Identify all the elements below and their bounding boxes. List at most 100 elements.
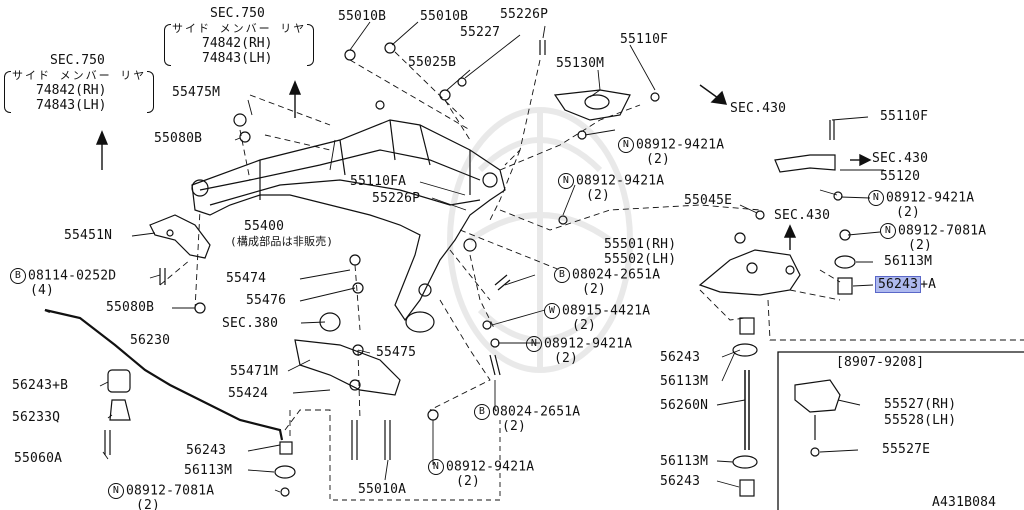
part-number: 08114-0252D bbox=[28, 268, 117, 284]
quantity: (2) bbox=[572, 318, 597, 333]
label-not-sold: (構成部品は非販売) bbox=[230, 235, 334, 248]
label-55527: 55527(RH) bbox=[884, 397, 957, 412]
label-56230: 56230 bbox=[130, 333, 171, 348]
label-55130m: 55130M bbox=[556, 56, 605, 71]
part-number: 08912-9421A bbox=[544, 336, 633, 352]
label-55120: 55120 bbox=[880, 169, 921, 184]
b-marker: B bbox=[10, 268, 26, 284]
sec-jp-label: サイド メンバー リヤ bbox=[172, 22, 307, 35]
n-marker: N bbox=[526, 336, 542, 352]
sec750-block-lower: SEC.750 サイド メンバー リヤ 74842(RH) 74843(LH) bbox=[4, 53, 155, 113]
label-sec430-a: SEC.430 bbox=[730, 101, 787, 116]
label-56113m-a: 56113M bbox=[884, 254, 933, 269]
label-55400: 55400 bbox=[244, 219, 285, 234]
label-55226p-b: 55226P bbox=[372, 191, 421, 206]
label-55025b: 55025B bbox=[408, 55, 457, 70]
sec-lh: 74843(LH) bbox=[202, 51, 273, 66]
label-55110f-b: 55110F bbox=[880, 109, 929, 124]
quantity: (2) bbox=[908, 238, 933, 253]
label-55060a: 55060A bbox=[14, 451, 63, 466]
label-55501: 55501(RH) bbox=[604, 237, 677, 252]
part-number: 08912-7081A bbox=[126, 483, 215, 499]
highlighted-part-56243[interactable]: 56243 bbox=[874, 276, 922, 293]
label-sec430-b: SEC.430 bbox=[872, 151, 929, 166]
quantity: (2) bbox=[582, 282, 607, 297]
label-55451n: 55451N bbox=[64, 228, 113, 243]
quantity: (2) bbox=[502, 419, 527, 434]
label-55527e: 55527E bbox=[882, 442, 931, 457]
quantity: (2) bbox=[586, 188, 611, 203]
b-marker: B bbox=[474, 404, 490, 420]
part-number: 08912-9421A bbox=[636, 137, 725, 153]
label-55475: 55475 bbox=[376, 345, 417, 360]
n-marker: N bbox=[558, 173, 574, 189]
quantity: (2) bbox=[136, 498, 161, 510]
label-55010b-b: 55010B bbox=[420, 9, 469, 24]
sec-lh: 74843(LH) bbox=[36, 98, 107, 113]
quantity: (2) bbox=[554, 351, 579, 366]
label-56260n: 56260N bbox=[660, 398, 709, 413]
label-55424: 55424 bbox=[228, 386, 269, 401]
label-variant-range: [8907-9208] bbox=[836, 355, 925, 370]
label-55080b-a: 55080B bbox=[154, 131, 203, 146]
label-55476: 55476 bbox=[246, 293, 287, 308]
part-number: 08024-2651A bbox=[572, 267, 661, 283]
part-number: 08915-4421A bbox=[562, 303, 651, 319]
bracket-right bbox=[307, 24, 315, 66]
sec-title: SEC.750 bbox=[50, 53, 105, 68]
quantity: (4) bbox=[30, 283, 55, 298]
label-55080b-b: 55080B bbox=[106, 300, 155, 315]
quantity: (2) bbox=[646, 152, 671, 167]
label-56243-e: 56243 bbox=[660, 474, 701, 489]
label-56243-d: 56243 bbox=[186, 443, 227, 458]
label-55475m: 55475M bbox=[172, 85, 221, 100]
sec750-block-upper: SEC.750 サイド メンバー リヤ 74842(RH) 74843(LH) bbox=[164, 6, 315, 66]
label-55010b-a: 55010B bbox=[338, 9, 387, 24]
n-marker: N bbox=[880, 223, 896, 239]
n-marker: N bbox=[868, 190, 884, 206]
part-number: 08024-2651A bbox=[492, 404, 581, 420]
label-56113m-c: 56113M bbox=[660, 454, 709, 469]
label-56243-plus-b: 56243+B bbox=[12, 378, 69, 393]
sec-rh: 74842(RH) bbox=[202, 36, 273, 51]
label-55528: 55528(LH) bbox=[884, 413, 957, 428]
part-number: 08912-7081A bbox=[898, 223, 987, 239]
callout-56243-a: 56243+A bbox=[874, 276, 937, 293]
label-55471m: 55471M bbox=[230, 364, 279, 379]
suffix-a: +A bbox=[920, 277, 937, 292]
bracket-left bbox=[4, 71, 11, 113]
sec-title: SEC.750 bbox=[210, 6, 265, 21]
sec-rh: 74842(RH) bbox=[36, 83, 107, 98]
watermark-emblem bbox=[447, 107, 633, 373]
bracket-left bbox=[164, 24, 171, 66]
n-marker: N bbox=[428, 459, 444, 475]
label-55045e: 55045E bbox=[684, 193, 733, 208]
label-55110f-a: 55110F bbox=[620, 32, 669, 47]
label-55110fa: 55110FA bbox=[350, 174, 407, 189]
label-56243-b: 56243 bbox=[660, 350, 701, 365]
label-sec430-c: SEC.430 bbox=[774, 208, 831, 223]
quantity: (2) bbox=[456, 474, 481, 489]
b-marker: B bbox=[554, 267, 570, 283]
label-56233q: 56233Q bbox=[12, 410, 61, 425]
quantity: (2) bbox=[896, 205, 921, 220]
label-55226p-a: 55226P bbox=[500, 7, 549, 22]
label-sec380: SEC.380 bbox=[222, 316, 279, 331]
n-marker: N bbox=[618, 137, 634, 153]
label-55010a: 55010A bbox=[358, 482, 407, 497]
label-56113m-b: 56113M bbox=[660, 374, 709, 389]
part-number: 08912-9421A bbox=[576, 173, 665, 189]
